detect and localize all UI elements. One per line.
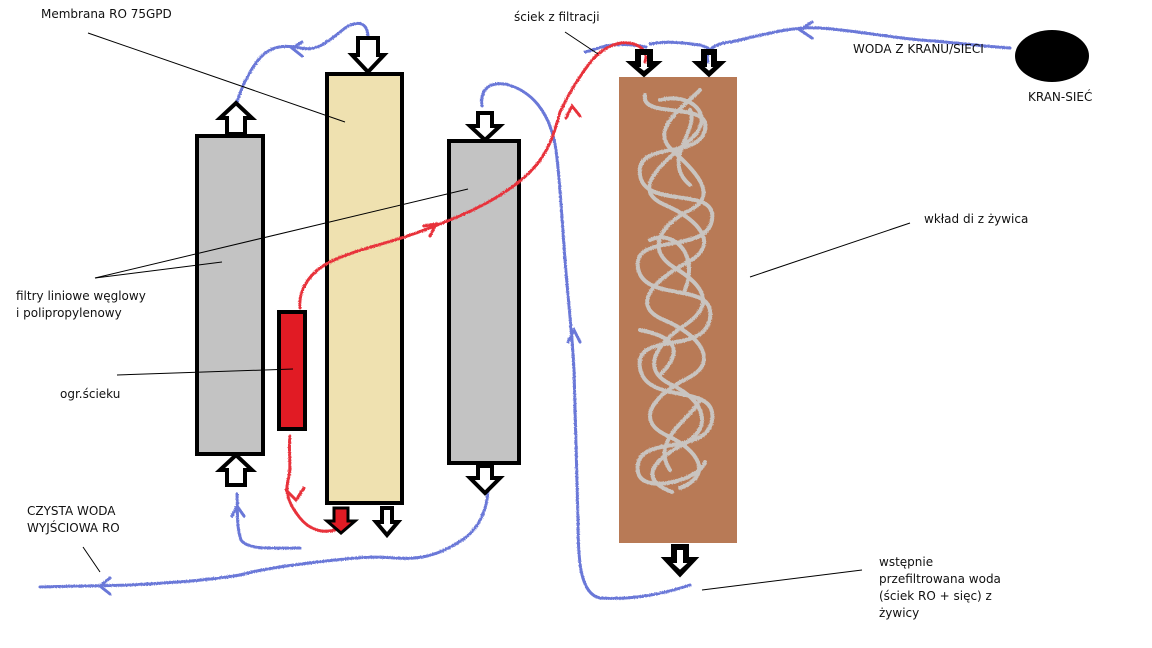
output-water-label: CZYSTA WODA WYJŚCIOWA RO xyxy=(27,503,120,537)
waste-outlet-arrow-icon xyxy=(322,506,360,535)
prefiltered-line2: przefiltrowana woda xyxy=(879,572,1001,586)
arrow-down-icon xyxy=(465,464,505,496)
inline-filters-label: filtry liniowe węglowy i polipropylenowy xyxy=(16,288,146,322)
prefiltered-water-label: wstępnie przefiltrowana woda (ściek RO +… xyxy=(879,554,1001,622)
carbon-filter-left xyxy=(195,134,265,456)
resin-outlet-arrow-icon xyxy=(660,544,700,578)
ro-membrane-housing xyxy=(325,72,404,505)
inline-filters-line1: filtry liniowe węglowy xyxy=(16,289,146,303)
arrow-down-icon xyxy=(464,111,506,143)
arrow-up-icon xyxy=(214,100,258,136)
flow-restrictor-label: ogr.ścieku xyxy=(60,387,121,401)
flow-direction-arrows xyxy=(97,20,814,596)
polypropylene-filter-right xyxy=(447,139,521,465)
waste-water-line xyxy=(285,41,648,533)
prefiltered-line1: wstępnie xyxy=(879,555,934,569)
waste-inlet-arrow-icon xyxy=(625,49,663,78)
waste-direction-arrows xyxy=(284,103,582,503)
prefiltered-line3: (ściek RO + sięc) z xyxy=(879,589,992,603)
membrane-label: Membrana RO 75GPD xyxy=(41,7,172,21)
tap-icon xyxy=(1015,30,1089,82)
annotation-leaders xyxy=(82,31,911,591)
clean-water-line xyxy=(38,21,1012,600)
output-line2: WYJŚCIOWA RO xyxy=(27,521,120,535)
ro-waste-label: ściek z filtracji xyxy=(514,10,600,24)
tap-label: KRAN-SIEĆ xyxy=(1028,90,1093,104)
di-cartridge-label: wkład di z żywica xyxy=(924,212,1029,226)
tap-inlet-arrow-icon xyxy=(691,49,727,78)
arrow-up-icon xyxy=(214,452,258,487)
inline-filters-line2: i polipropylenowy xyxy=(16,306,122,320)
resin-scribble xyxy=(635,88,715,494)
tap-water-label: WODA Z KRANU/SIECI xyxy=(853,42,984,56)
prefiltered-line4: żywicy xyxy=(879,606,920,620)
output-line1: CZYSTA WODA xyxy=(27,504,116,518)
flow-restrictor xyxy=(277,310,307,431)
arrow-down-icon xyxy=(347,36,389,75)
arrow-down-icon xyxy=(371,506,403,539)
